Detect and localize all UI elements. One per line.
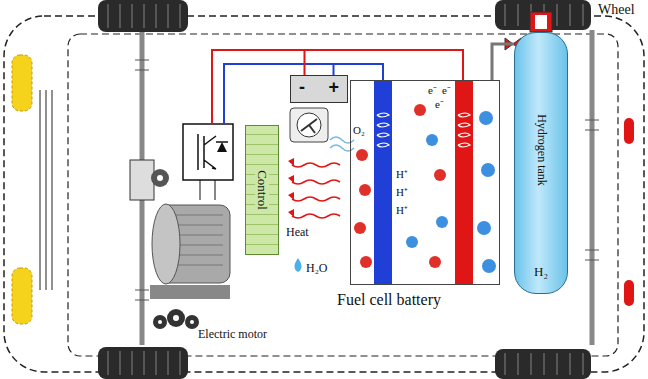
proton-label: H⁺ <box>396 168 408 180</box>
fuel-cell-heading: Fuel cell battery <box>337 291 441 309</box>
wheel-label: Wheel <box>598 2 635 17</box>
control-box: Control <box>245 125 279 255</box>
water-label: H₂O <box>306 262 328 275</box>
hydrogen-tank: Hydrogen tankH₂ <box>514 32 568 294</box>
fuel-cell-box: Fuel cell battery <box>350 80 500 285</box>
control-label: Control <box>255 168 269 212</box>
heat-label: Heat <box>286 226 309 239</box>
minus-sign: - <box>299 78 305 98</box>
oxygen-label: O₂ <box>353 124 365 136</box>
electron-label: e⁻ <box>442 84 451 96</box>
electron-label: e⁻ <box>428 84 437 96</box>
motor-label: Electric motor <box>198 328 267 341</box>
tank-label: Hydrogen tank <box>534 114 547 186</box>
tank-gas-label: H₂ <box>534 265 548 279</box>
battery-box: -+ <box>290 75 348 103</box>
proton-label: H⁺ <box>396 186 408 198</box>
electron-label: e⁻ <box>435 98 444 110</box>
wire-connector <box>492 44 514 80</box>
proton-label: H⁺ <box>396 204 408 216</box>
plus-sign: + <box>328 78 339 98</box>
